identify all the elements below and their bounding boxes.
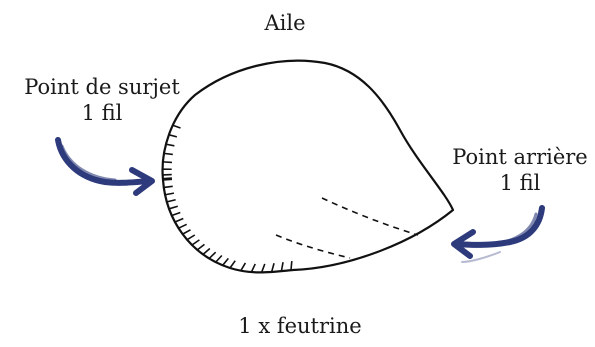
- overcast-stitch-tick: [167, 133, 178, 138]
- curved-arrow-right-icon: [55, 137, 155, 196]
- overcast-stitch-tick: [260, 263, 266, 273]
- overcast-stitch-tick: [163, 185, 173, 189]
- overcast-stitches: [162, 124, 293, 273]
- overcast-stitch-tick: [182, 229, 191, 235]
- backstitch-label: Point arrière 1 fil: [440, 144, 595, 196]
- overcast-stitch-tick: [165, 143, 175, 147]
- overcast-stitch-tick: [164, 192, 175, 196]
- overcast-stitch-tick: [240, 262, 247, 272]
- wing-outline: [161, 59, 455, 274]
- overcast-stitch-tick: [222, 257, 229, 266]
- overcast-stitch-label-line2: 1 fil: [81, 101, 123, 125]
- overcast-stitch-label-line1: Point de surjet: [24, 75, 180, 99]
- backstitch-label-line2: 1 fil: [499, 171, 541, 195]
- backstitch-lines: [275, 197, 419, 259]
- overcast-stitch-tick: [162, 177, 172, 180]
- diagram-title: Aile: [264, 11, 306, 35]
- overcast-stitch-tick: [168, 205, 178, 210]
- material-label: 1 x feutrine: [238, 314, 362, 338]
- overcast-stitch-tick: [162, 161, 173, 164]
- overcast-stitch-tick: [215, 254, 223, 263]
- overcast-stitch-tick: [196, 243, 205, 251]
- overcast-stitch-tick: [186, 234, 196, 241]
- overcast-stitch-tick: [280, 262, 284, 272]
- overcast-stitch-tick: [270, 263, 275, 273]
- overcast-stitch-tick: [174, 217, 184, 223]
- overcast-stitch-tick: [178, 223, 188, 229]
- overcast-stitch-tick: [202, 247, 211, 255]
- overcast-stitch-tick: [290, 260, 293, 271]
- curved-arrow-left-icon: [451, 205, 545, 263]
- overcast-stitch-tick: [166, 198, 176, 203]
- overcast-stitch-tick: [171, 124, 181, 129]
- overcast-stitch-tick: [229, 260, 236, 269]
- overcast-stitch-label: Point de surjet 1 fil: [2, 74, 202, 126]
- overcast-stitch-tick: [191, 239, 200, 246]
- overcast-stitch-tick: [250, 263, 256, 273]
- overcast-stitch-tick: [162, 178, 173, 181]
- backstitch-label-line1: Point arrière: [452, 145, 588, 169]
- overcast-stitch-tick: [163, 152, 173, 156]
- overcast-stitch-tick: [171, 211, 181, 217]
- overcast-stitch-tick: [208, 251, 217, 260]
